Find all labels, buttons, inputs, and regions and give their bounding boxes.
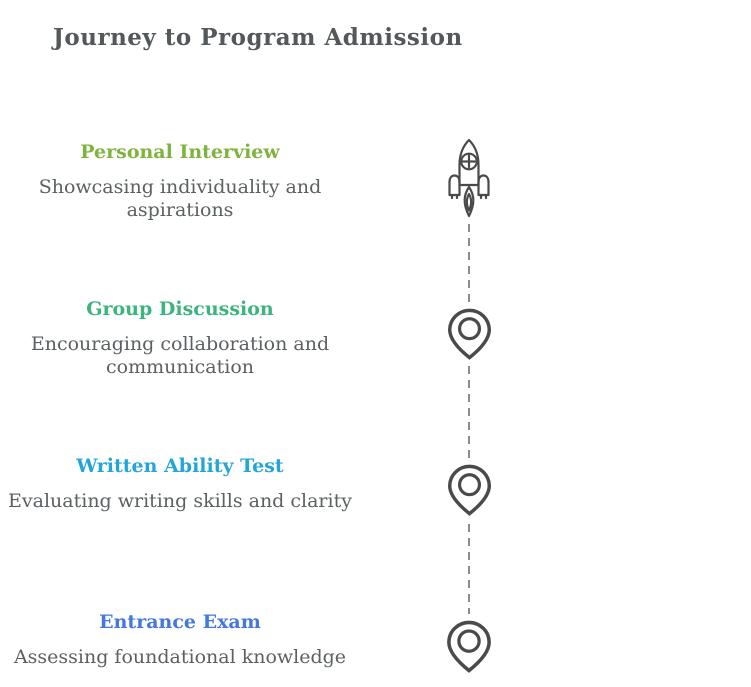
timeline-connector (468, 524, 470, 614)
map-pin-icon (446, 463, 493, 517)
timeline-connector (468, 224, 470, 302)
rocket-icon (444, 137, 494, 219)
step-description: Evaluating writing skills and clarity (8, 490, 352, 512)
timeline-connector (468, 366, 470, 458)
timeline-step-written-ability-test: Written Ability Test Evaluating writing … (0, 454, 360, 513)
step-label: Personal Interview (80, 141, 280, 163)
map-pin-icon (446, 307, 493, 361)
step-label: Entrance Exam (99, 611, 261, 633)
step-label: Written Ability Test (76, 455, 284, 477)
step-description: Showcasing individuality and aspirations (38, 176, 322, 221)
step-description: Encouraging collaboration and communicat… (30, 333, 330, 378)
map-pin-icon (445, 619, 493, 674)
timeline-step-entrance-exam: Entrance Exam Assessing foundational kno… (0, 610, 360, 669)
step-label: Group Discussion (86, 298, 274, 320)
timeline-step-group-discussion: Group Discussion Encouraging collaborati… (0, 297, 360, 379)
step-description: Assessing foundational knowledge (13, 646, 347, 668)
page-title: Journey to Program Admission (53, 24, 463, 51)
timeline-step-personal-interview: Personal Interview Showcasing individual… (0, 140, 360, 222)
